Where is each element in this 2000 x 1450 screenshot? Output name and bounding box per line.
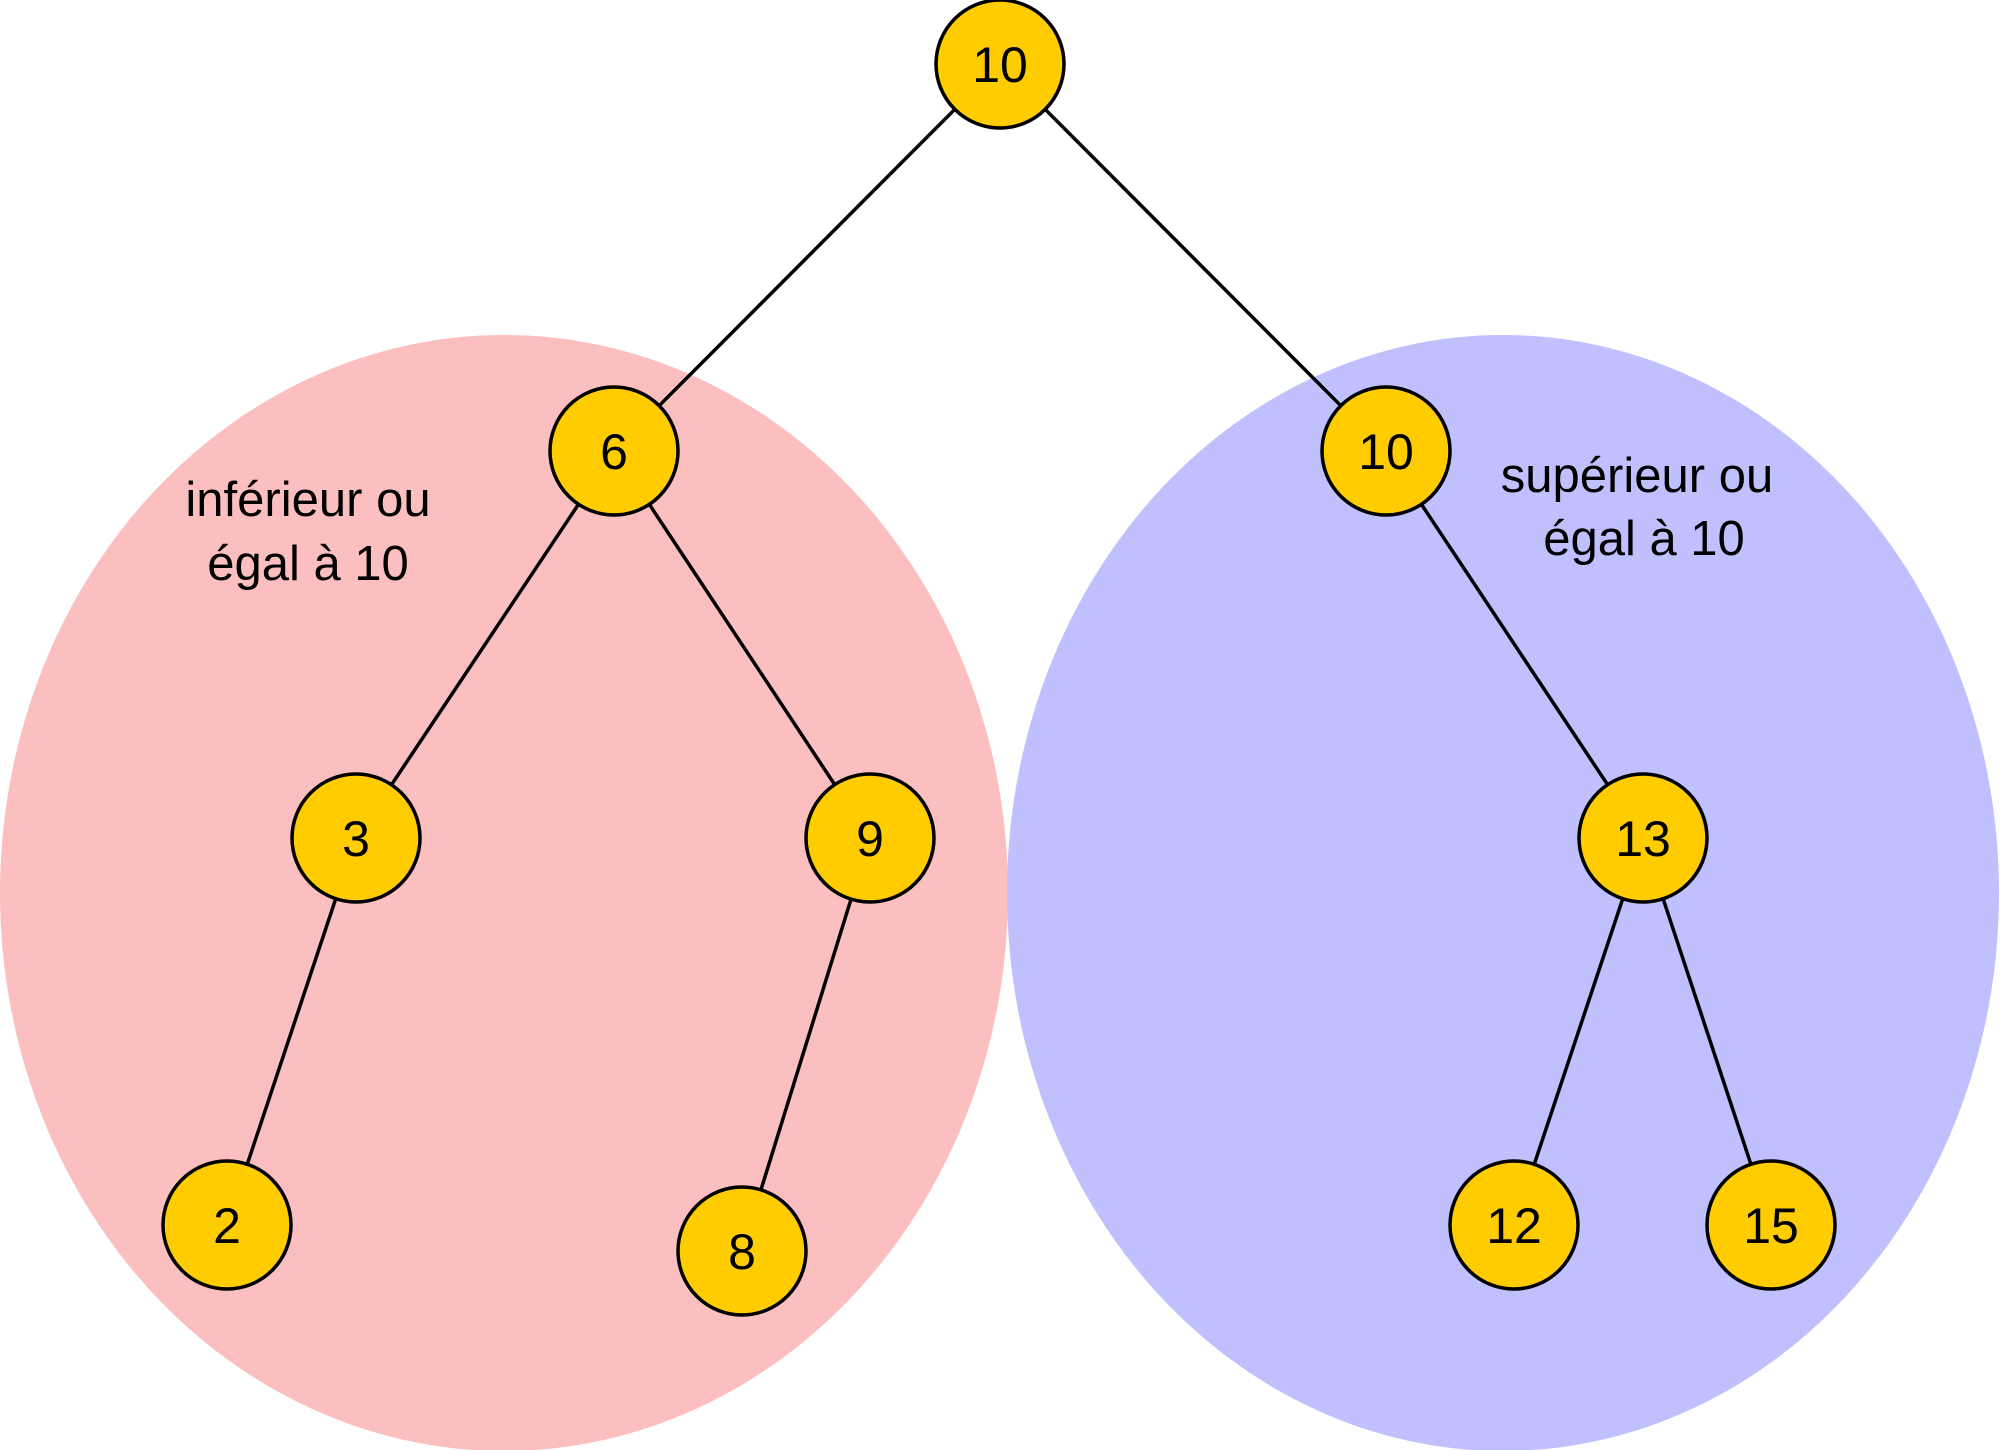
tree-edge: [390, 503, 580, 786]
tree-node-root: 10: [934, 0, 1066, 130]
node-label: 15: [1743, 1198, 1799, 1254]
tree-node-15: 15: [1705, 1159, 1837, 1291]
node-circle: [676, 1185, 808, 1317]
node-circle: [1705, 1159, 1837, 1291]
node-circle: [1448, 1159, 1580, 1291]
tree-edge: [1043, 108, 1343, 407]
node-circle: [548, 385, 680, 517]
tree-node-3: 3: [290, 772, 422, 904]
tree-edge: [245, 898, 338, 1165]
node-circle: [1577, 772, 1709, 904]
tree-edge: [1661, 898, 1753, 1165]
left-region-caption-line-2: égal à 10: [207, 537, 409, 591]
right-region-caption-line-2: égal à 10: [1543, 512, 1745, 566]
node-circle: [804, 772, 936, 904]
tree-edge: [657, 108, 957, 407]
tree-node-13: 13: [1577, 772, 1709, 904]
tree-edge: [759, 898, 853, 1191]
tree-edges: [245, 108, 1753, 1191]
node-label: 6: [600, 424, 628, 480]
node-label: 9: [856, 811, 884, 867]
node-label: 3: [342, 811, 370, 867]
tree-edge: [1419, 503, 1610, 786]
node-circle: [934, 0, 1066, 130]
node-label: 12: [1486, 1198, 1542, 1254]
tree-node-10-right: 10: [1320, 385, 1452, 517]
node-circle: [290, 772, 422, 904]
node-label: 2: [213, 1198, 241, 1254]
node-circle: [161, 1159, 293, 1291]
tree-node-9: 9: [804, 772, 936, 904]
tree-edge: [1532, 898, 1625, 1165]
node-circle: [1320, 385, 1452, 517]
node-label: 8: [728, 1224, 756, 1280]
right-region-caption-line-1: supérieur ou: [1501, 449, 1773, 503]
tree-edge: [647, 503, 837, 786]
tree-node-2: 2: [161, 1159, 293, 1291]
tree-node-12: 12: [1448, 1159, 1580, 1291]
node-label: 10: [972, 37, 1028, 93]
tree-node-6: 6: [548, 385, 680, 517]
node-label: 10: [1358, 424, 1414, 480]
tree-node-8: 8: [676, 1185, 808, 1317]
node-label: 13: [1615, 811, 1671, 867]
left-region-caption-line-1: inférieur ou: [185, 473, 430, 527]
